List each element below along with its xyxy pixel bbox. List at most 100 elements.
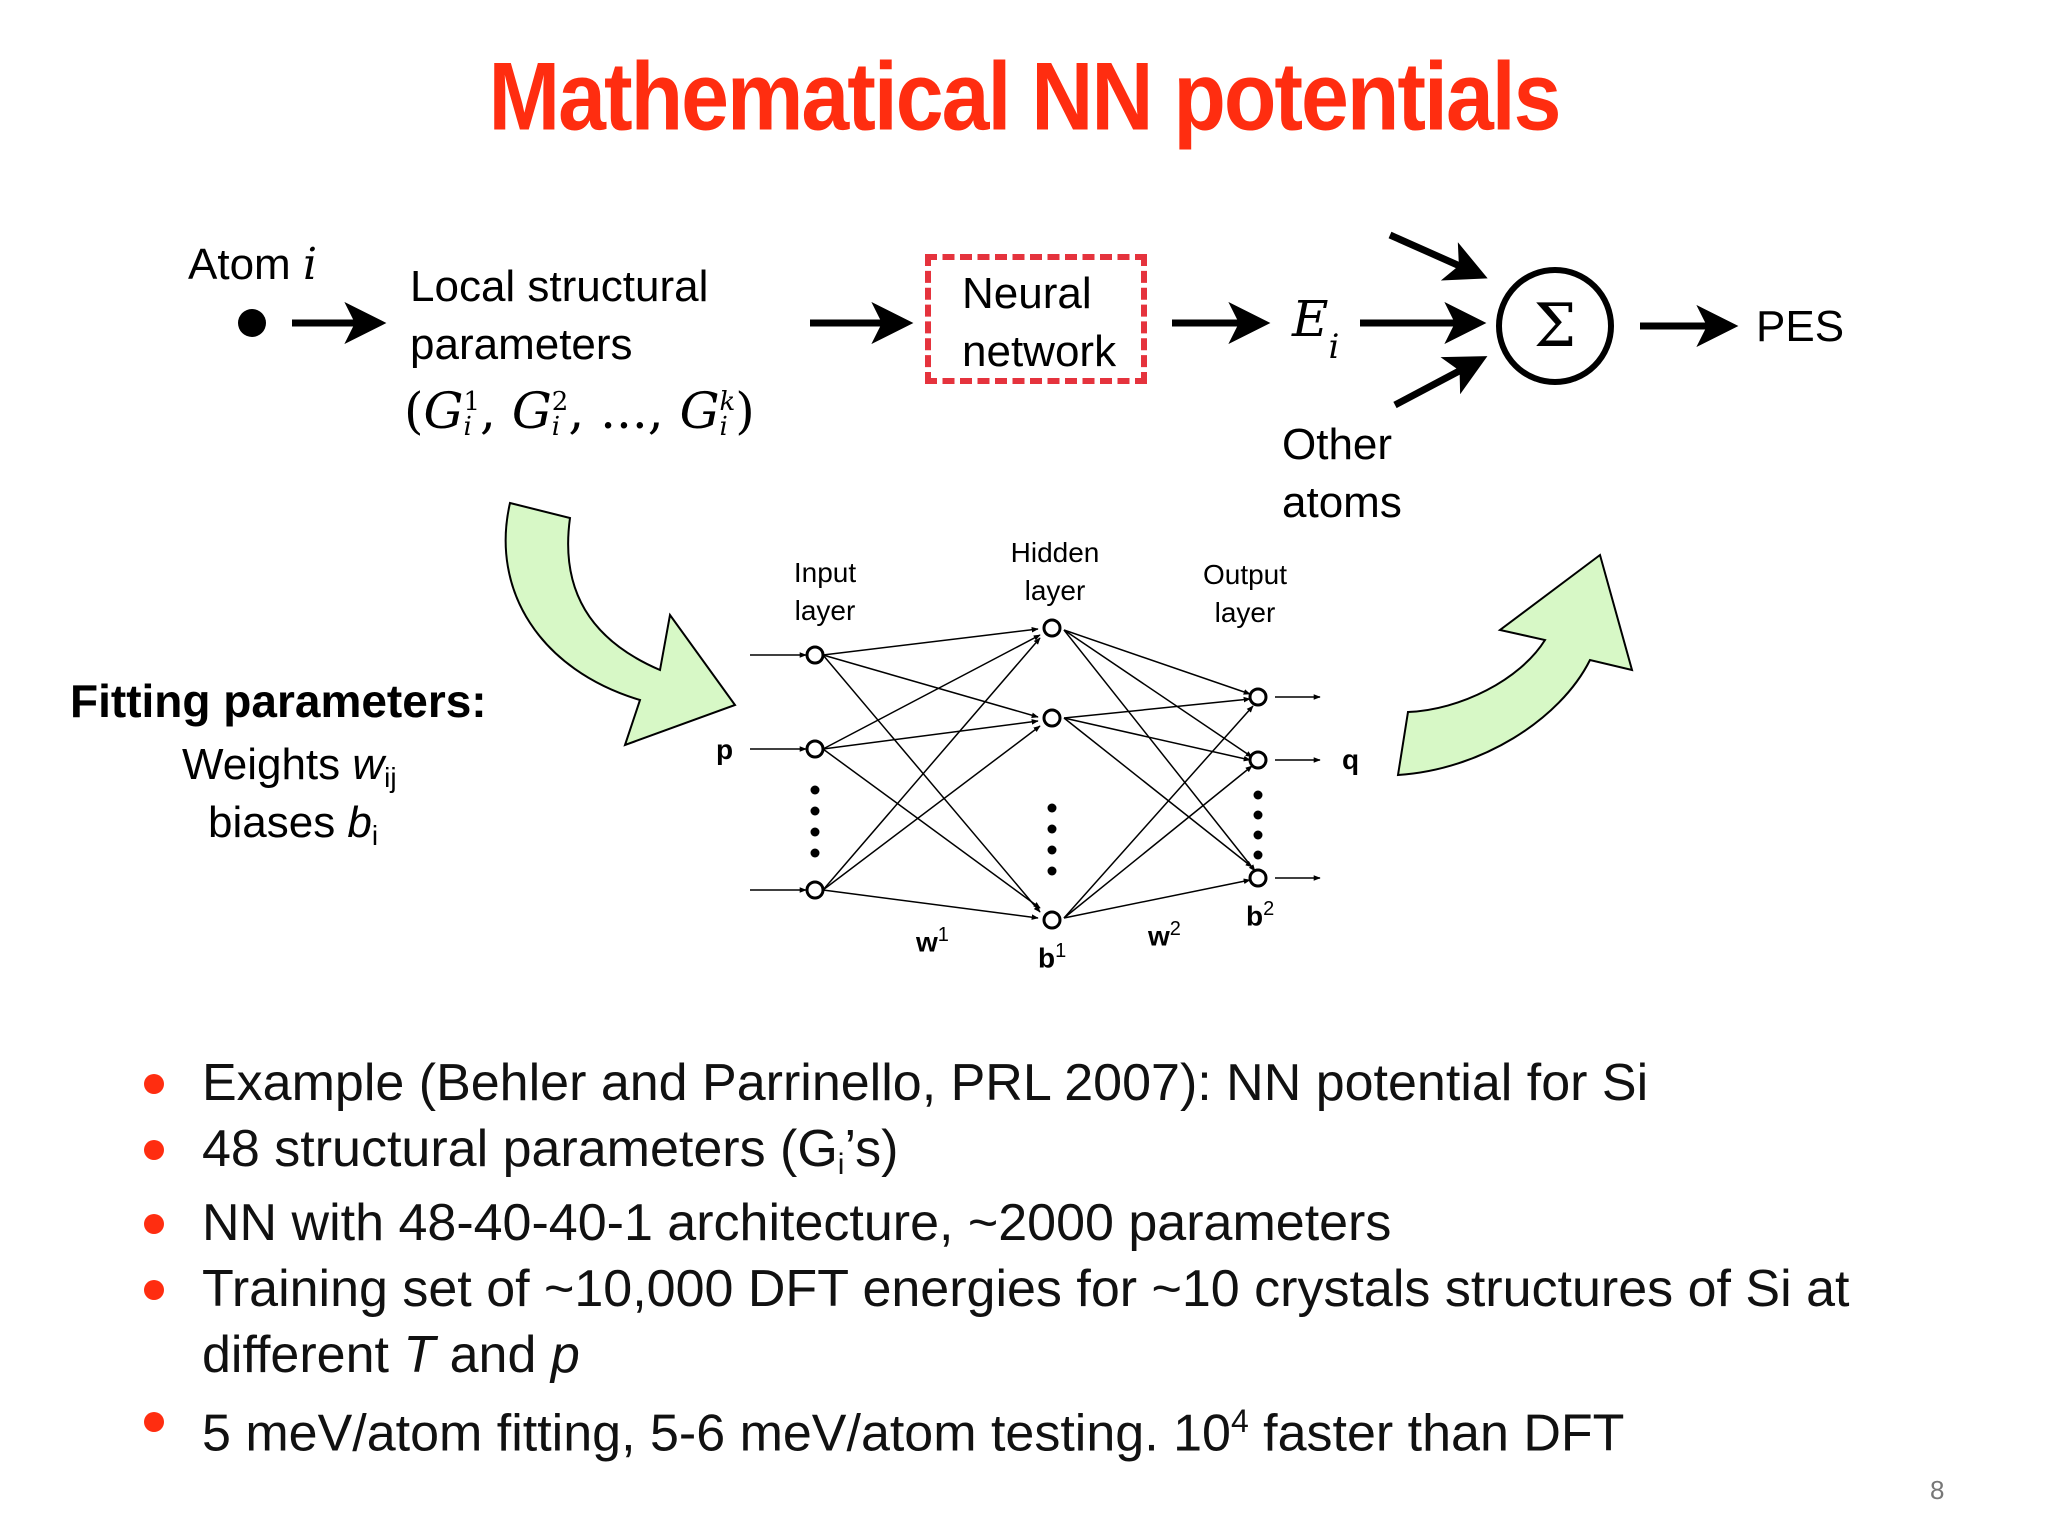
bullet-text: NN with 48-40-40-1 architecture, ~2000 p… [202,1194,1392,1252]
bullet-item: 48 structural parameters (Gi’s) [140,1116,1940,1190]
bullet-dot-icon [144,1214,164,1234]
weights-symbol: w [352,740,385,789]
biases-symbol: b [347,798,372,847]
arrow-other-top [1388,231,1488,281]
formula-sup: 1 [463,387,481,418]
weights-text: Weights [182,740,353,789]
bullet-sup: 4 [1230,1403,1249,1439]
input-layer-label: Input layer [760,554,890,630]
atom-label: Atom i [188,236,317,294]
bullet-dot-icon [144,1074,164,1094]
weights-sub: ij [384,762,397,793]
bullet-text: faster than DFT [1248,1404,1625,1463]
bullet-item: Example (Behler and Parrinello, PRL 2007… [140,1050,1940,1116]
page-number: 8 [1930,1475,1945,1505]
hidden-layer-label: Hidden layer [985,534,1125,610]
output-vector-label: q [1342,744,1360,775]
curved-arrow-up-icon [1396,553,1634,777]
hidden-nodes [1042,618,1062,930]
output-line2: layer [1214,597,1276,628]
bullet-text: 5 meV/atom fitting, 5-6 meV/atom testing… [202,1404,1231,1463]
output-node [1248,868,1268,888]
bullet-sub: i [837,1148,845,1181]
hidden-node [1042,618,1062,638]
formula-g: G [511,382,552,440]
input-nodes [805,645,825,900]
paren-open: ( [404,382,424,440]
formula-g: G [679,382,720,440]
hidden-node [1042,708,1062,728]
bullet-list: Example (Behler and Parrinello, PRL 2007… [140,1050,1940,1466]
bullet-item: Training set of ~10,000 DFT energies for… [140,1256,1940,1388]
atom-dot-icon [238,309,266,337]
b1-label: b1 [1038,940,1066,974]
bullet-item: NN with 48-40-40-1 architecture, ~2000 p… [140,1190,1940,1256]
b2-symbol: b [1246,900,1264,932]
output-line1: Output [1202,559,1288,590]
bullet-dot-icon [144,1140,164,1160]
nn-line2: network [962,327,1117,376]
w2-symbol: w [1148,920,1170,952]
formula-sub: i [719,412,728,442]
weights-layer-1 [822,626,1041,920]
output-nodes [1248,687,1268,888]
formula-sup: 2 [551,387,569,418]
input-vector-label: p [716,734,734,765]
energy-symbol: E [1292,290,1329,348]
weights-line: Weights wij [182,736,397,799]
neural-network-box [925,254,1147,384]
local-params-line1: Local structural [410,262,709,311]
bullet-italic: T [403,1326,436,1384]
bullet-text: Training set of ~10,000 DFT energies for… [202,1260,1850,1384]
biases-line: biases bi [208,794,378,857]
sum-node: Σ [1496,267,1614,385]
input-node [805,739,825,759]
w1-sup: 1 [937,924,949,946]
energy-label: Ei [1292,290,1339,367]
neural-network-label: Neural network [962,265,1116,381]
output-node [1248,687,1268,707]
pes-label: PES [1756,302,1845,351]
input-node [805,880,825,900]
formula-sub: i [463,412,472,442]
fitting-heading: Fitting parameters: [70,675,487,727]
hidden-node [1042,910,1062,930]
bullet-italic: p [550,1326,580,1384]
b1-sup: 1 [1055,940,1067,962]
local-params-line2: parameters [410,320,633,369]
bullet-text: and [435,1326,551,1384]
input-line1: Input [793,557,857,588]
other-atoms-label: Other atoms [1282,416,1402,532]
b2-label: b2 [1246,898,1274,932]
curved-arrow-down-icon [504,501,737,747]
hidden-line2: layer [1024,575,1086,606]
input-node [805,645,825,665]
formula-g: G [423,382,464,440]
bullet-text: 48 structural parameters (G [202,1120,838,1178]
biases-text: biases [208,798,348,847]
vertical-ellipsis-icon [810,785,1263,876]
paren-close: ) [735,382,755,440]
weights-layer-2 [1063,629,1256,919]
bullet-item: 5 meV/atom fitting, 5-6 meV/atom testing… [140,1388,1940,1466]
w1-label: w1 [916,924,949,958]
sigma-icon: Σ [1533,291,1577,361]
slide-title: Mathematical NN potentials [488,43,1562,151]
biases-sub: i [371,820,379,851]
formula-dots: , ..., [568,382,680,440]
energy-sub: i [1328,327,1340,367]
other-line2: atoms [1282,478,1402,527]
bullet-dot-icon [144,1280,164,1300]
bullet-text: ’s) [844,1120,899,1178]
atom-text: Atom [188,240,291,289]
w1-symbol: w [916,926,938,958]
b2-sup: 2 [1263,898,1275,920]
output-node [1248,750,1268,770]
input-line2: layer [794,595,856,626]
